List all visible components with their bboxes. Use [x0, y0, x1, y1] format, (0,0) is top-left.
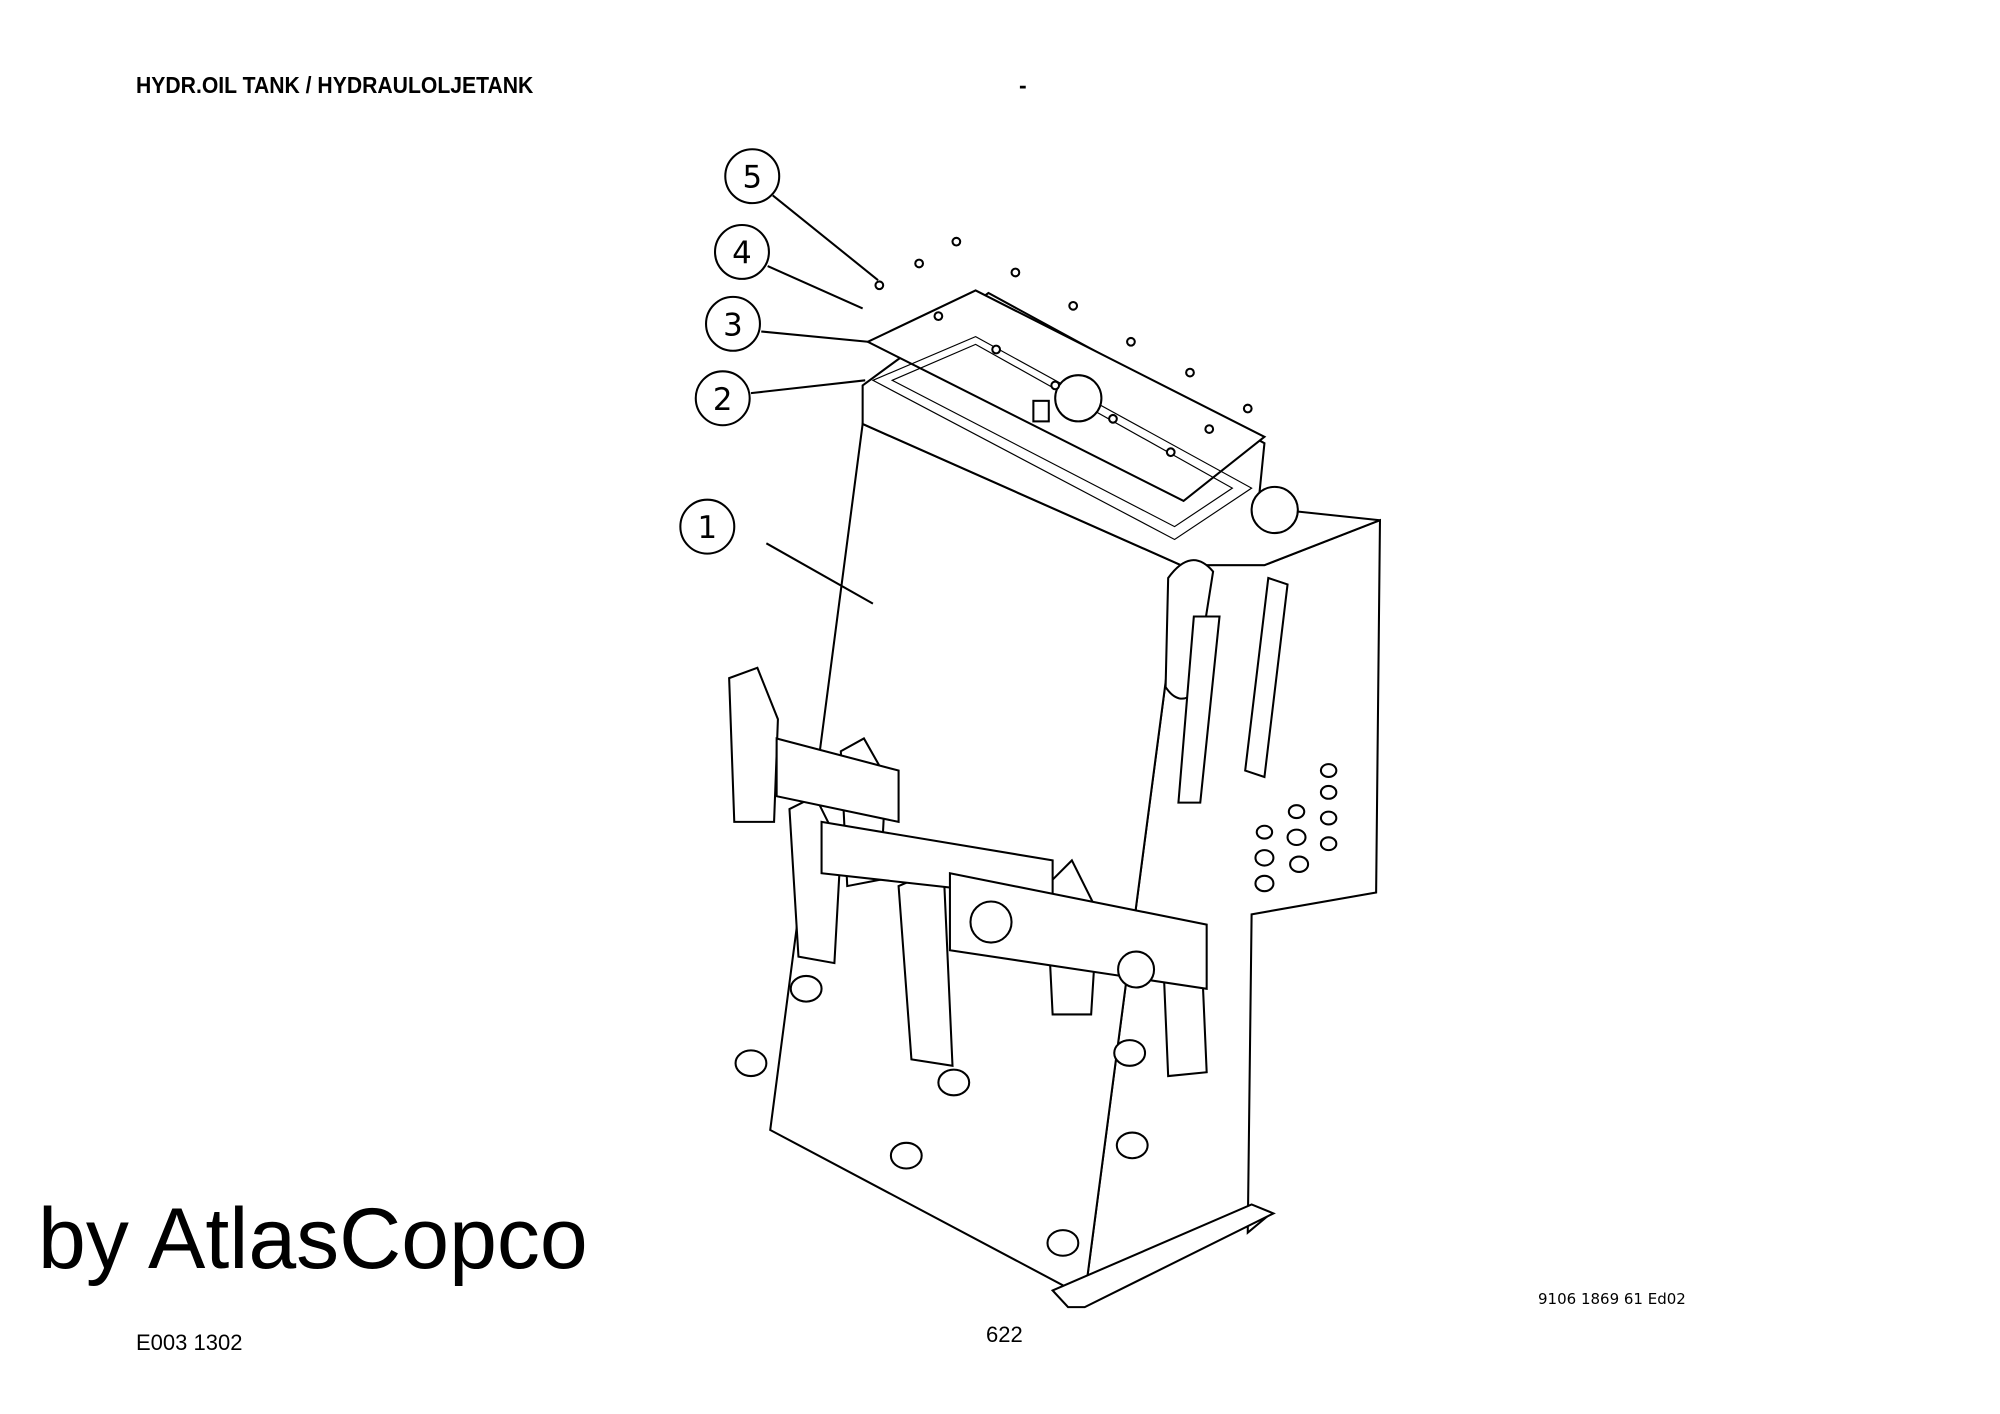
callout-4 — [713, 223, 770, 280]
figure-code: E003 1302 — [136, 1330, 243, 1355]
hose-fittings — [734, 763, 1338, 1257]
page-subtitle: - — [1019, 72, 1027, 98]
callouts: 1 2 3 4 5 — [679, 148, 879, 605]
callout-label: 1 — [698, 510, 718, 546]
callout-label: 5 — [742, 160, 762, 196]
callout-5 — [724, 148, 781, 205]
side-bar — [1244, 576, 1289, 779]
top-opening — [1250, 485, 1299, 535]
base-plate — [1050, 1203, 1276, 1309]
callout-label: 2 — [713, 382, 733, 418]
filler-opening — [1054, 374, 1103, 423]
callout-2 — [694, 370, 751, 427]
callout-label: 3 — [723, 307, 743, 343]
callout-3 — [705, 295, 761, 352]
tank-body — [728, 236, 1382, 1309]
gasket-inner — [890, 343, 1234, 528]
watermark: by AtlasCopco — [38, 1191, 588, 1287]
callout-label: 4 — [732, 235, 752, 271]
document-number: 9106 1869 61 Ed02 — [1538, 1290, 1686, 1308]
mounting-brackets — [728, 666, 1208, 1078]
cover-bolts — [874, 236, 1253, 458]
breather — [1032, 399, 1050, 423]
gasket — [871, 336, 1253, 541]
page-number: 622 — [986, 1322, 1023, 1347]
side-bar — [1177, 615, 1221, 804]
callout-1 — [679, 498, 736, 555]
page-title: HYDR.OIL TANK / HYDRAULOLJETANK — [136, 72, 534, 98]
